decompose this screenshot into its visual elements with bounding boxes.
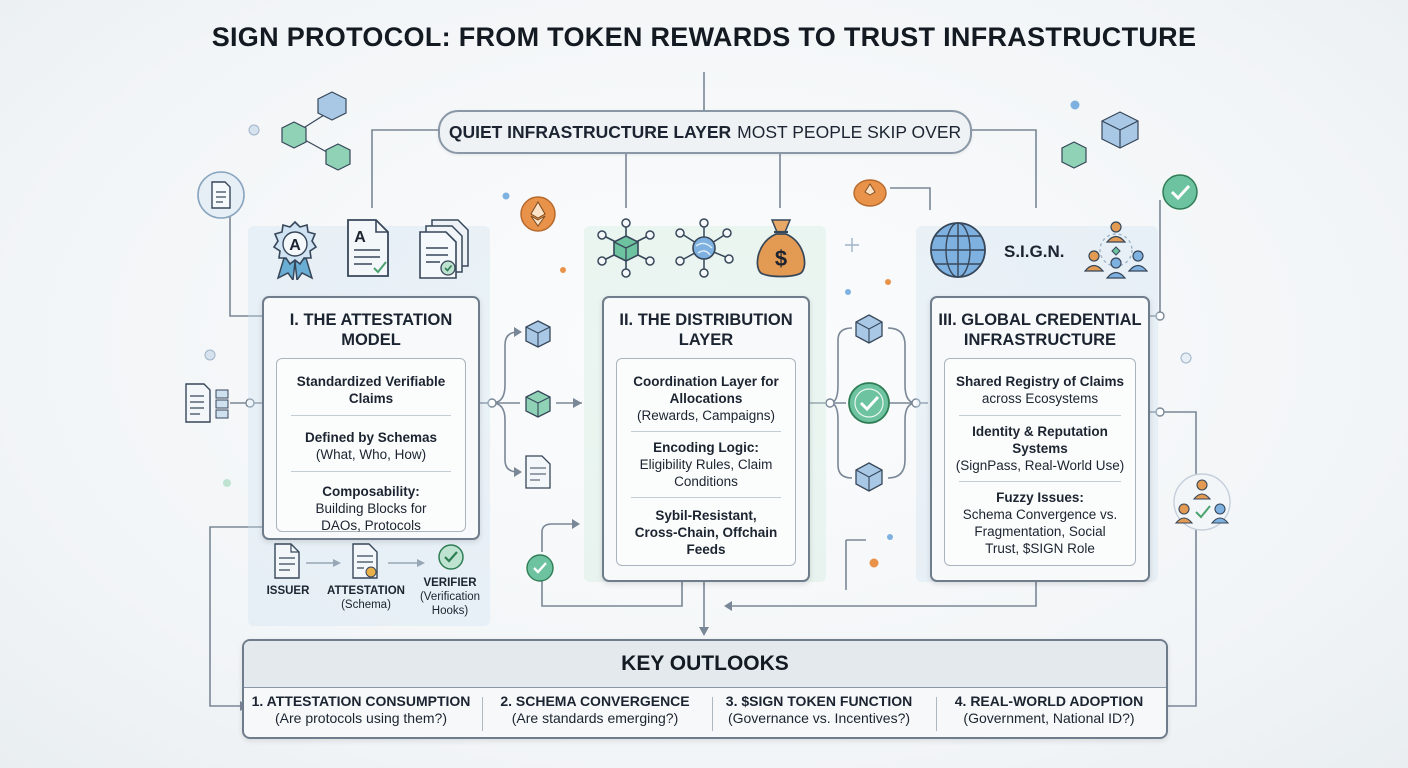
distribution-block-3: Sybil-Resistant, Cross-Chain, Offchain F…: [617, 507, 795, 558]
verified-people-icon: [1170, 472, 1234, 532]
global-credential-title: III. GLOBAL CREDENTIAL INFRASTRUCTURE: [932, 310, 1148, 350]
divider: [631, 431, 781, 432]
attestation-block-3: Composability:Building Blocks for DAOs, …: [277, 483, 465, 534]
check-circle-icon: [1160, 172, 1200, 212]
attestation-model-title: I. THE ATTESTATION MODEL: [264, 310, 478, 350]
key-outlooks-panel: KEY OUTLOOKS 1. ATTESTATION CONSUMPTION(…: [242, 639, 1168, 739]
svg-text:A: A: [354, 229, 366, 246]
cube-icon-2: [852, 312, 886, 346]
credential-block-2: Identity & Reputation Systems(SignPass, …: [945, 423, 1135, 474]
attestation-document-icon: [350, 542, 382, 582]
verifier-label: VERIFIER(Verification Hooks): [412, 576, 488, 618]
stacked-documents-icon: [418, 218, 474, 280]
verifier-check-icon: [436, 542, 466, 572]
svg-text:A: A: [289, 237, 301, 254]
credential-block-3: Fuzzy Issues:Schema Convergence vs. Frag…: [945, 489, 1135, 557]
cube-cluster-icon: [272, 86, 362, 176]
file-icon: [522, 454, 554, 490]
divider: [631, 497, 781, 498]
document-a-icon: A: [344, 218, 396, 280]
issuer-label: ISSUER: [258, 584, 318, 598]
money-bag-icon: $: [752, 216, 810, 280]
cube-pair-icon: [1060, 108, 1150, 172]
sign-label: S.I.G.N.: [1004, 242, 1064, 262]
attestation-label: ATTESTATION(Schema): [322, 584, 410, 612]
distribution-block-2: Encoding Logic:Eligibility Rules, Claim …: [617, 439, 795, 490]
issuer-document-icon: [272, 542, 302, 580]
blockchain-network-icon: [596, 218, 656, 278]
distribution-layer-card: II. THE DISTRIBUTION LAYER Coordination …: [602, 296, 810, 582]
document-list-icon: [184, 380, 232, 426]
global-credential-card: III. GLOBAL CREDENTIAL INFRASTRUCTURE Sh…: [930, 296, 1150, 582]
outlook-item-4: 4. REAL-WORLD ADOPTION(Government, Natio…: [934, 693, 1164, 727]
network-hub-icon: [674, 218, 734, 278]
attestation-block-2: Defined by Schemas(What, Who, How): [277, 429, 465, 463]
verify-check-icon: [846, 380, 892, 426]
outlook-item-3: 3. $SIGN TOKEN FUNCTION(Governance vs. I…: [704, 693, 934, 727]
divider: [291, 415, 451, 416]
cube-icon-3: [852, 460, 886, 494]
pill-bold-text: QUIET INFRASTRUCTURE LAYER: [449, 122, 731, 143]
distribution-block-1: Coordination Layer for Allocations(Rewar…: [617, 373, 795, 424]
outlook-item-1: 1. ATTESTATION CONSUMPTION(Are protocols…: [246, 693, 476, 727]
coin-icon: [850, 176, 890, 210]
attestation-model-card: I. THE ATTESTATION MODEL Standardized Ve…: [262, 296, 480, 540]
divider: [291, 471, 451, 472]
attestation-block-1: Standardized Verifiable Claims: [277, 373, 465, 407]
badge-a-icon: A: [270, 220, 320, 280]
outlook-item-2: 2. SCHEMA CONVERGENCE(Are standards emer…: [480, 693, 710, 727]
pill-rest-text: MOST PEOPLE SKIP OVER: [737, 122, 961, 143]
key-outlooks-title: KEY OUTLOOKS: [244, 641, 1166, 688]
svg-text:$: $: [775, 246, 787, 271]
infrastructure-pill: QUIET INFRASTRUCTURE LAYER MOST PEOPLE S…: [438, 110, 972, 154]
distribution-layer-inner: Coordination Layer for Allocations(Rewar…: [616, 358, 796, 566]
people-network-icon: [1084, 218, 1148, 282]
document-circle-icon: [196, 170, 246, 220]
check-circle-small-icon: [524, 552, 556, 584]
cube-icon: [522, 318, 554, 350]
divider: [959, 415, 1121, 416]
page-title: SIGN PROTOCOL: FROM TOKEN REWARDS TO TRU…: [0, 22, 1408, 53]
divider: [959, 481, 1121, 482]
globe-icon: [928, 220, 988, 280]
distribution-layer-title: II. THE DISTRIBUTION LAYER: [604, 310, 808, 350]
ethereum-coin-icon: [518, 192, 558, 234]
attestation-model-inner: Standardized Verifiable Claims Defined b…: [276, 358, 466, 532]
green-cube-icon: [522, 388, 554, 420]
